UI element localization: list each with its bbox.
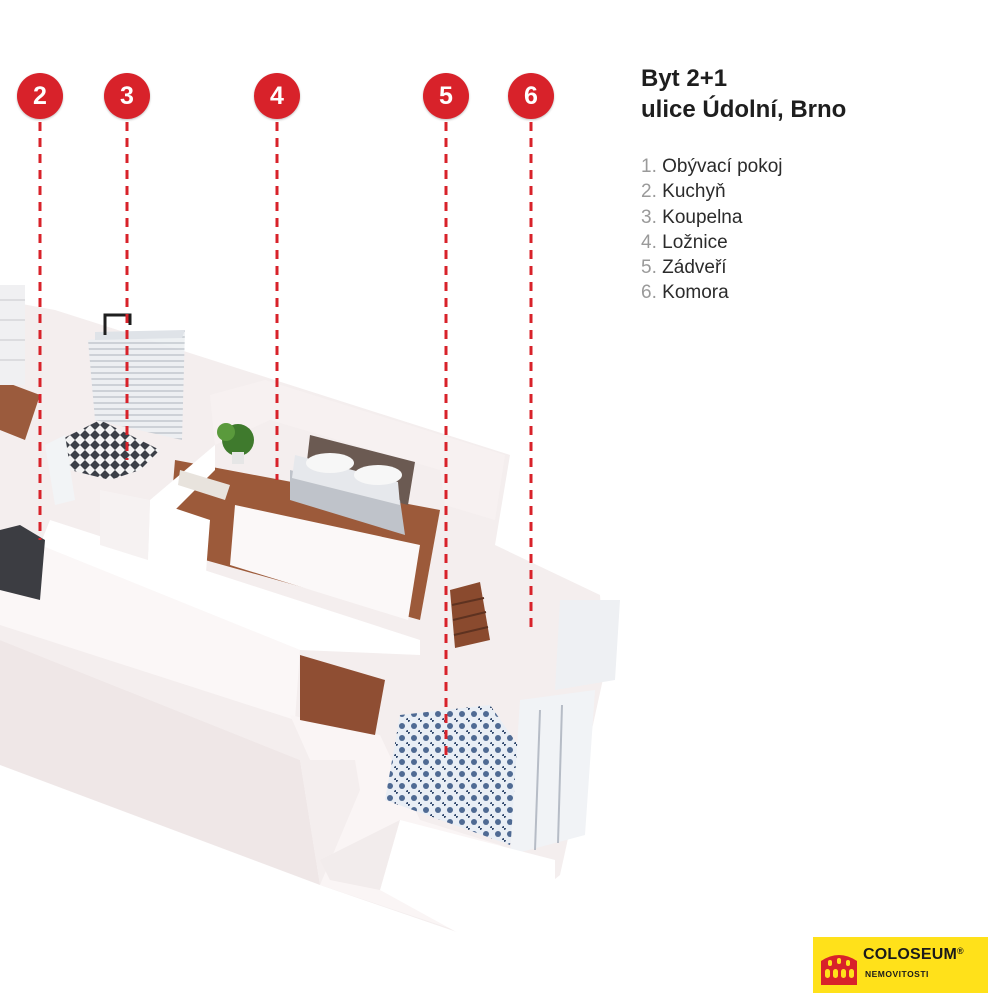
room-marker-6: 6 xyxy=(508,73,554,119)
coloseum-logo: COLOSEUM® NEMOVITOSTI xyxy=(813,937,988,993)
listing-title: Byt 2+1 ulice Údolní, Brno xyxy=(641,63,846,125)
title-line-2: ulice Údolní, Brno xyxy=(641,96,847,123)
room-marker-5: 5 xyxy=(423,73,469,119)
legend-item: 2. Kuchyň xyxy=(641,181,726,203)
desk xyxy=(178,470,230,500)
colosseum-icon xyxy=(821,955,857,985)
entrance-wall-side xyxy=(320,820,400,890)
wardrobe xyxy=(510,600,620,855)
marker-lines xyxy=(38,122,533,755)
logo-subtitle: NEMOVITOSTI xyxy=(865,969,929,979)
legend-item: 6. Komora xyxy=(641,282,729,304)
interior-wall-c xyxy=(100,490,150,560)
logo-brand: COLOSEUM® xyxy=(863,946,964,963)
bedroom-back-wall xyxy=(210,380,505,520)
wood-floor-living xyxy=(0,380,40,440)
shelves xyxy=(0,285,25,385)
bathroom xyxy=(45,313,185,505)
bed xyxy=(290,435,415,535)
entrance-tile-floor xyxy=(385,705,525,845)
pantry-stairs xyxy=(450,582,490,648)
interior-wall-b xyxy=(148,500,210,585)
room-marker-3: 3 xyxy=(104,73,150,119)
interior-wall-a xyxy=(230,505,420,620)
entrance-wall xyxy=(380,820,555,945)
plant xyxy=(217,423,254,464)
wood-floor-hall xyxy=(300,655,385,735)
kitchen-unit xyxy=(0,525,45,600)
legend-item: 3. Koupelna xyxy=(641,206,743,228)
title-line-1: Byt 2+1 xyxy=(641,65,728,92)
legend-item: 5. Zádveří xyxy=(641,257,727,279)
room-legend: 1. Obývací pokoj 2. Kuchyň 3. Koupelna 4… xyxy=(641,154,783,306)
room-marker-2: 2 xyxy=(17,73,63,119)
legend-item: 4. Ložnice xyxy=(641,231,728,253)
legend-item: 1. Obývací pokoj xyxy=(641,156,783,177)
room-marker-4: 4 xyxy=(254,73,300,119)
